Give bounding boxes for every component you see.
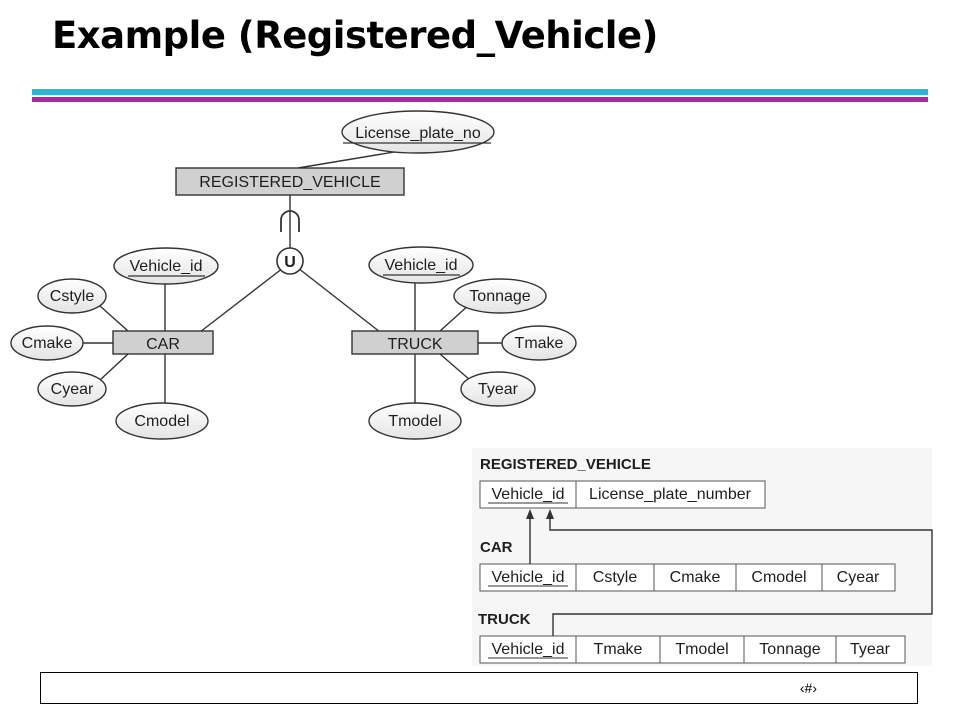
table-truck: Vehicle_id Tmake Tmodel Tonnage Tyear <box>479 635 906 664</box>
attr-cmodel <box>115 402 209 440</box>
table-cell-label: Tonnage <box>759 641 820 658</box>
attr-tyear-label: Tyear <box>478 381 519 398</box>
table-cell-label: Vehicle_id <box>492 641 565 658</box>
table-name-registered-vehicle: REGISTERED_VEHICLE <box>480 456 651 473</box>
entity-car-label: CAR <box>146 336 180 353</box>
table-cell <box>835 635 906 664</box>
table-name-car: CAR <box>480 539 513 556</box>
entity-car <box>112 330 214 355</box>
table-cell <box>575 480 766 509</box>
table-cell-label: Vehicle_id <box>492 486 565 503</box>
attr-tmake <box>501 325 577 361</box>
table-cell <box>653 563 737 592</box>
union-circle-label: U <box>284 254 296 271</box>
table-cell <box>575 563 655 592</box>
slide-title: Example (Registered_Vehicle) <box>52 14 658 57</box>
attr-cmodel-label: Cmodel <box>134 413 189 430</box>
table-cell <box>575 635 661 664</box>
er-connectors <box>81 147 502 408</box>
attr-tyear <box>460 371 536 407</box>
table-cell <box>821 563 896 592</box>
table-registered-vehicle: Vehicle_id License_plate_number <box>479 480 766 509</box>
table-cell-label: Vehicle_id <box>492 569 565 586</box>
entity-registered-vehicle <box>175 167 405 196</box>
fk-arrow-truck <box>549 518 933 636</box>
table-car: Vehicle_id Cstyle Cmake Cmodel Cyear <box>479 563 896 592</box>
er-diagram: License_plate_no REGISTERED_VEHICLE U CA… <box>10 110 577 440</box>
attr-tonnage-label: Tonnage <box>469 288 530 305</box>
attr-cmake <box>10 325 84 361</box>
table-cell-label: Tmake <box>594 641 643 658</box>
footer-box: ‹#› <box>40 672 918 704</box>
entity-truck-label: TRUCK <box>387 336 442 353</box>
table-cell-label: Cyear <box>837 569 880 586</box>
union-circle <box>276 247 304 275</box>
attr-truck-vehicle-id <box>368 246 474 284</box>
title-rule-cyan <box>32 89 928 95</box>
arrowhead <box>546 509 554 519</box>
table-cell <box>659 635 745 664</box>
table-cell-label: Cmodel <box>751 569 806 586</box>
attr-car-vehicle-id <box>113 247 219 285</box>
attr-cstyle-label: Cstyle <box>50 288 95 305</box>
table-cell-label: Tmodel <box>675 641 728 658</box>
attr-tonnage <box>453 278 547 314</box>
attr-car-vehicle-id-label: Vehicle_id <box>130 258 203 275</box>
attr-cstyle <box>37 278 107 314</box>
title-rule-magenta <box>32 97 928 102</box>
table-cell-label: Tyear <box>850 641 891 658</box>
foreign-key-arrows <box>529 518 933 636</box>
subset-symbol <box>280 210 300 232</box>
table-name-truck: TRUCK <box>478 611 531 628</box>
attr-truck-vehicle-id-label: Vehicle_id <box>385 257 458 274</box>
attr-cyear-label: Cyear <box>51 381 94 398</box>
table-cell-label: License_plate_number <box>589 486 752 503</box>
attr-tmake-label: Tmake <box>515 335 564 352</box>
attr-cmake-label: Cmake <box>22 335 73 352</box>
table-cell-label: Cmake <box>670 569 721 586</box>
attr-cyear <box>37 371 107 407</box>
table-cell <box>743 635 837 664</box>
attr-tmodel-label: Tmodel <box>388 413 441 430</box>
page-number: ‹#› <box>799 680 817 696</box>
table-cell-label: Cstyle <box>593 569 638 586</box>
arrowhead <box>526 509 534 519</box>
attr-tmodel <box>368 402 462 440</box>
entity-registered-vehicle-label: REGISTERED_VEHICLE <box>199 174 380 191</box>
relational-schema: REGISTERED_VEHICLE Vehicle_id License_pl… <box>472 448 933 666</box>
attr-license-plate-no-label: License_plate_no <box>355 125 481 142</box>
entity-truck <box>351 330 479 355</box>
